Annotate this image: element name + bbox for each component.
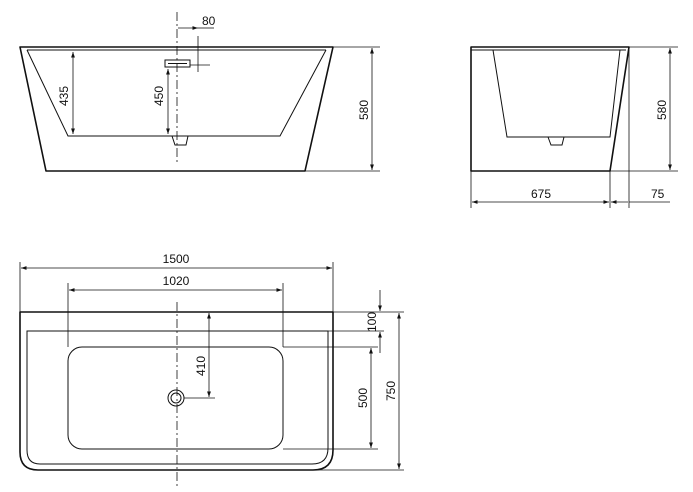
front-outer-shell: [19, 46, 334, 172]
front-inner-basin: [26, 49, 327, 137]
dim-top-inner-length: 1020: [163, 274, 190, 288]
top-inner-basin: [67, 346, 284, 450]
dim-inner-depth: 435: [57, 86, 71, 106]
front-view: 80 435 450 580: [19, 12, 380, 172]
dim-back-rim: 100: [365, 312, 379, 332]
side-inner-basin: [492, 49, 621, 138]
drain-outer: [167, 389, 185, 407]
side-outer-shell: [470, 46, 630, 172]
dim-top-total-width: 750: [384, 381, 398, 401]
dim-overflow-depth: 450: [152, 86, 166, 106]
top-inner-rim: [26, 330, 329, 465]
dim-overflow-width: 80: [202, 14, 216, 28]
dim-side-depth: 675: [531, 187, 551, 201]
dim-side-total-height: 580: [655, 100, 669, 120]
top-view: 1500 1020 410 100 500 750: [19, 252, 404, 488]
dim-drain-offset: 410: [194, 356, 208, 376]
side-view: 580 675 75: [470, 46, 678, 208]
dim-side-rim: 75: [651, 187, 665, 201]
dim-front-total-height: 580: [357, 100, 371, 120]
dim-inner-width: 500: [356, 388, 370, 408]
dim-top-total-length: 1500: [163, 252, 190, 266]
drain-inner: [170, 392, 182, 404]
overflow-fitting: [164, 59, 191, 68]
front-drain-outlet: [171, 135, 189, 146]
side-drain-outlet: [547, 136, 565, 146]
top-outer-shell: [19, 311, 334, 471]
